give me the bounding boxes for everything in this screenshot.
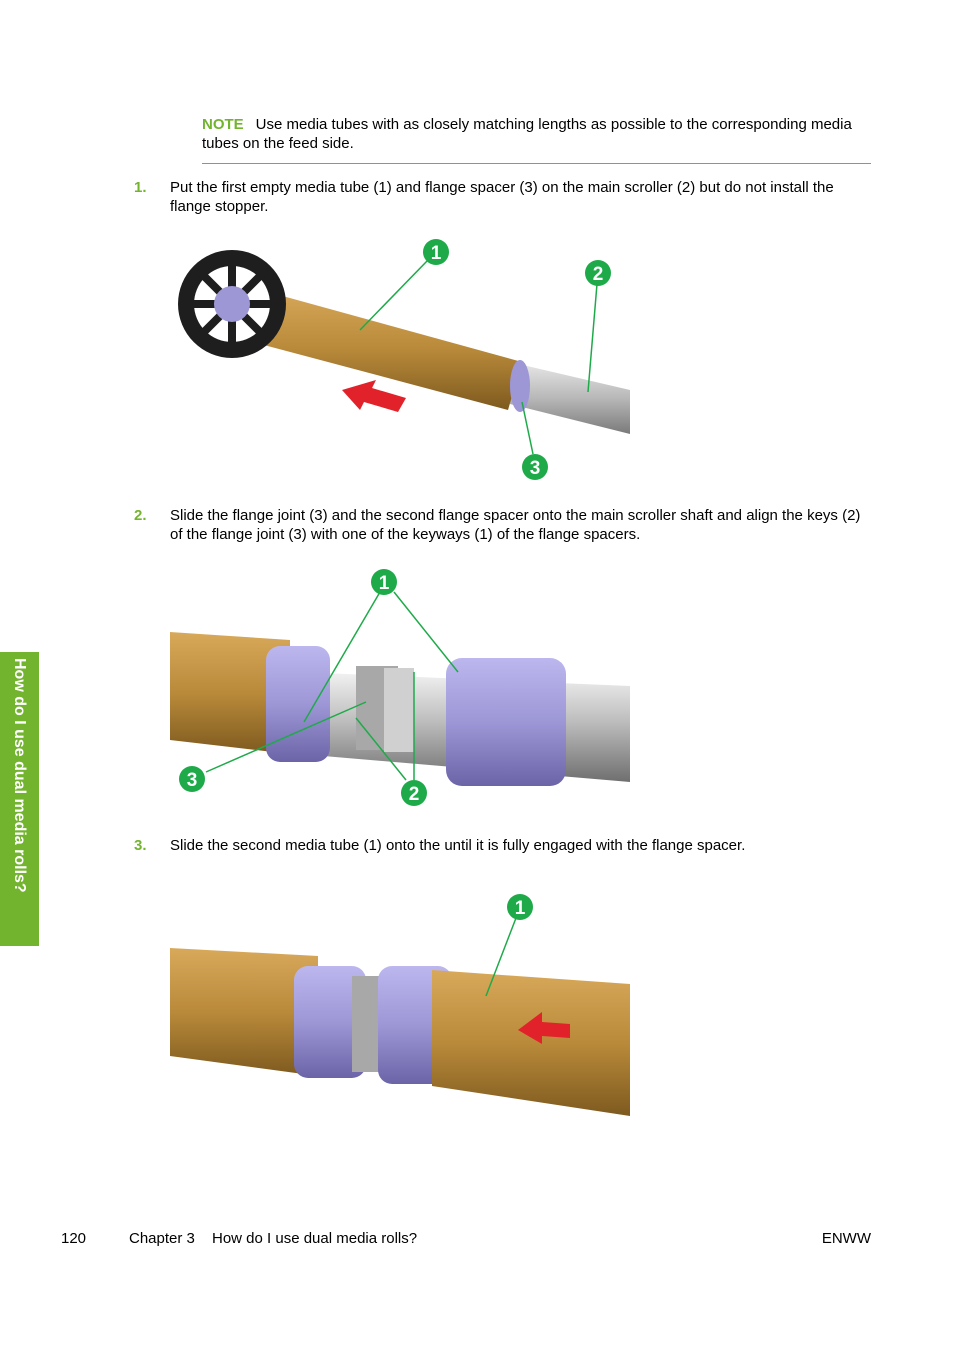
callout-1: 1	[423, 239, 449, 265]
callout-2: 2	[585, 260, 611, 286]
step-3-number: 3.	[134, 837, 147, 854]
callout-3: 3	[179, 766, 205, 792]
step-2: 2. Slide the flange joint (3) and the se…	[134, 506, 871, 544]
note-text: Use media tubes with as closely matching…	[202, 116, 852, 152]
callout-3: 3	[522, 454, 548, 480]
direction-arrow-icon	[342, 380, 406, 412]
svg-text:1: 1	[515, 898, 526, 919]
note-label: NOTE	[202, 116, 244, 133]
svg-text:1: 1	[379, 573, 390, 594]
step-1-text: Put the first empty media tube (1) and f…	[170, 179, 834, 215]
flange-wheel-icon	[178, 250, 286, 358]
step-1-number: 1.	[134, 179, 147, 196]
callout-1: 1	[507, 894, 533, 920]
step-1: 1. Put the first empty media tube (1) an…	[134, 178, 871, 216]
step-2-text: Slide the flange joint (3) and the secon…	[170, 507, 861, 543]
figure-step-1-illustration: 1 2 3	[178, 239, 630, 480]
footer-chapter: Chapter 3	[129, 1230, 195, 1247]
note-divider	[202, 163, 871, 164]
figure-step-2-illustration: 1 2 3	[170, 569, 630, 806]
figure-step-1: 1 2 3	[170, 232, 630, 488]
figure-step-2: 1 2 3	[170, 562, 630, 814]
step-3: 3. Slide the second media tube (1) onto …	[134, 836, 871, 855]
callout-1: 1	[371, 569, 397, 595]
step-2-number: 2.	[134, 507, 147, 524]
footer-page-number: 120	[61, 1230, 87, 1247]
svg-text:1: 1	[431, 243, 442, 264]
figure-step-3: 1	[170, 890, 630, 1140]
svg-text:3: 3	[187, 770, 198, 791]
svg-text:3: 3	[530, 458, 541, 479]
svg-text:2: 2	[409, 784, 420, 805]
direction-arrow-icon	[518, 1012, 570, 1044]
chapter-side-tab: How do I use dual media rolls?	[0, 652, 39, 946]
step-3-text: Slide the second media tube (1) onto the…	[170, 837, 746, 854]
callout-2: 2	[401, 780, 427, 806]
footer-chapter-title: How do I use dual media rolls?	[212, 1230, 418, 1247]
svg-text:2: 2	[593, 264, 604, 285]
figure-step-3-illustration: 1	[170, 894, 630, 1116]
footer-enww: ENWW	[821, 1230, 871, 1247]
side-tab-text: How do I use dual media rolls?	[11, 658, 28, 893]
